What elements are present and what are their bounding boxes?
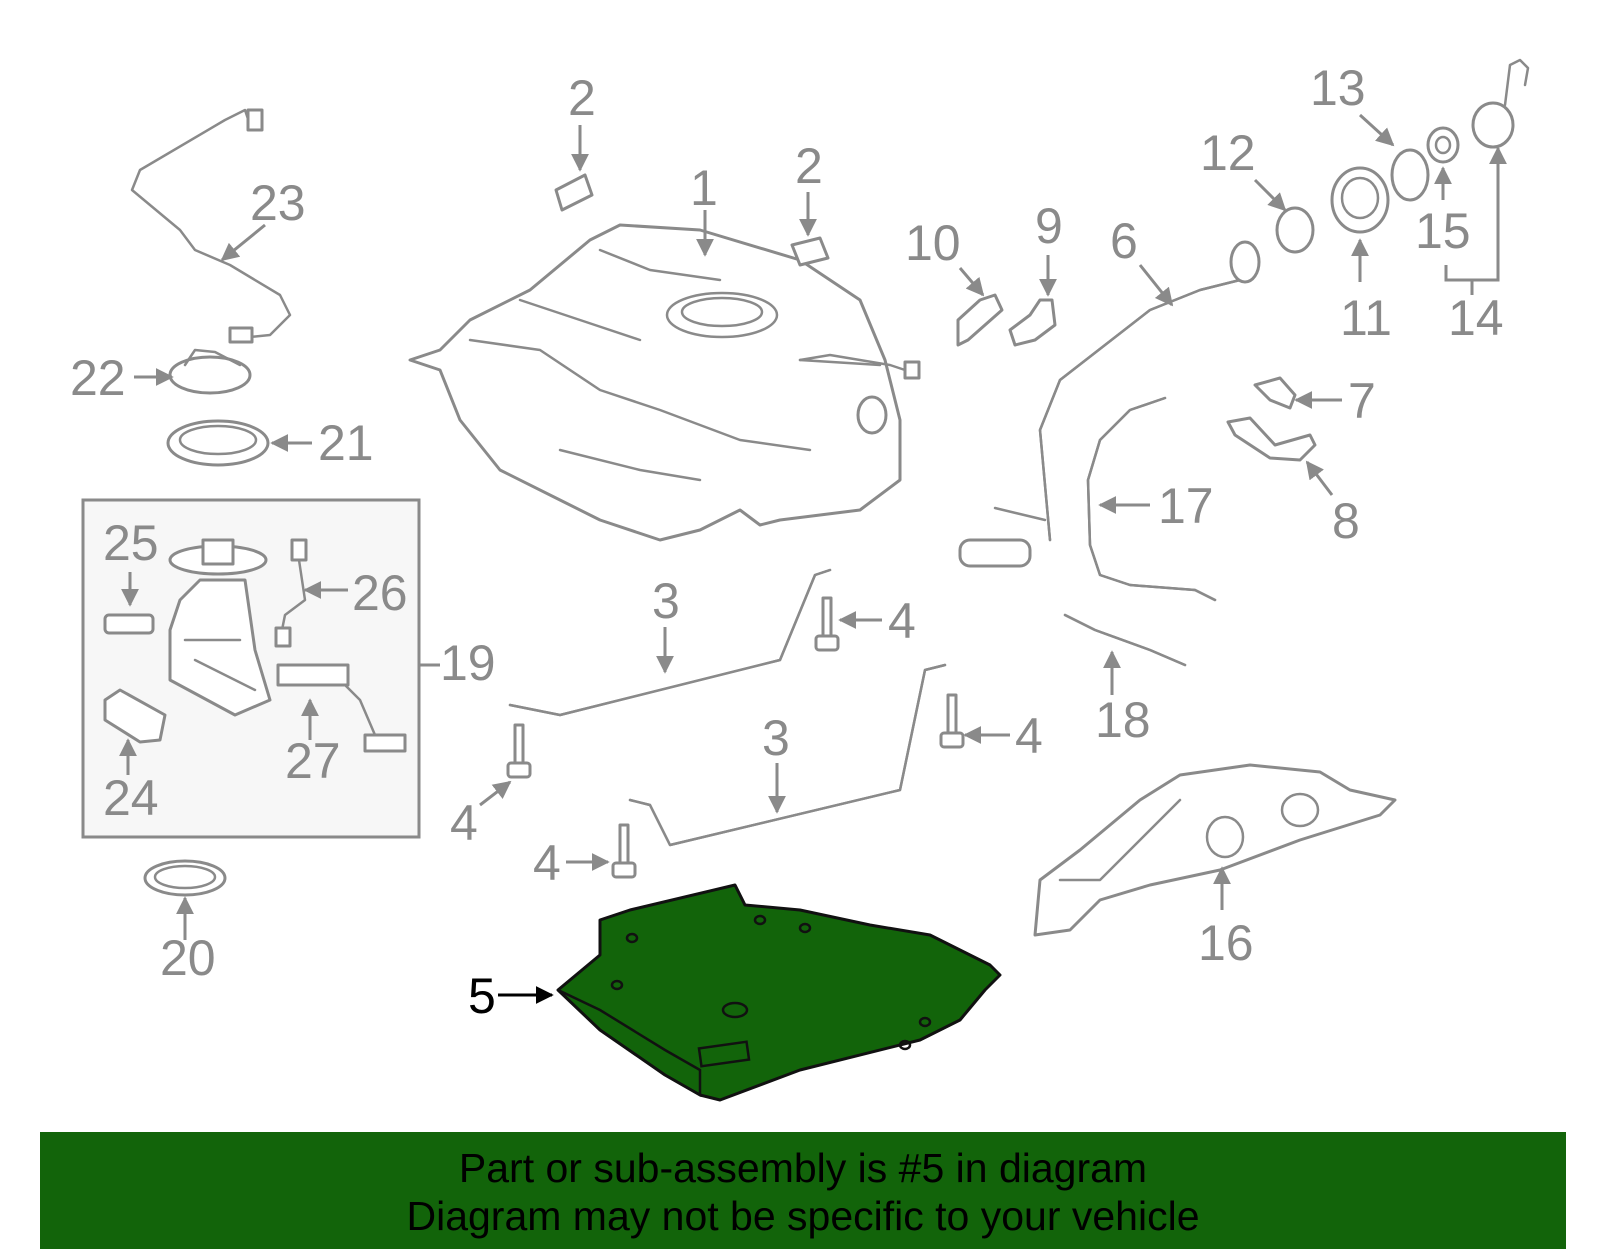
part-27-level-sender [276, 663, 407, 753]
callout-2-left: 2 [568, 70, 596, 126]
callout-4-a: 4 [888, 593, 916, 649]
leader-8 [1305, 460, 1334, 496]
part-4-bolt-c [506, 723, 532, 779]
callout-9: 9 [1035, 198, 1063, 254]
part-7-bracket [1253, 376, 1297, 410]
footer-line-2: Diagram may not be specific to your vehi… [406, 1193, 1200, 1239]
part-12-clamp-ring [1275, 206, 1315, 254]
part-2-pad-left [554, 173, 594, 212]
part-8-bracket [1226, 416, 1317, 462]
callout-21: 21 [318, 415, 374, 471]
callout-11: 11 [1340, 290, 1392, 346]
callout-17: 17 [1158, 478, 1214, 534]
callout-16: 16 [1198, 915, 1254, 971]
callout-10: 10 [905, 215, 961, 271]
callout-12: 12 [1200, 125, 1256, 181]
leader-13 [1358, 113, 1395, 147]
part-9-bracket [1008, 298, 1057, 347]
part-20-gasket [143, 859, 227, 897]
callout-13: 13 [1310, 60, 1366, 116]
leader-6 [1138, 264, 1174, 307]
part-18-vent-tube [1063, 613, 1187, 667]
callout-4-b: 4 [1015, 708, 1043, 764]
callout-8: 8 [1332, 493, 1360, 549]
callout-6: 6 [1110, 213, 1138, 269]
callout-22: 22 [70, 350, 126, 406]
leader-10 [958, 267, 985, 297]
leader-12 [1253, 178, 1287, 212]
part-22-cover [168, 348, 252, 395]
callout-7: 7 [1348, 373, 1376, 429]
callout-4-d: 4 [533, 835, 561, 891]
part-4-bolt-b [939, 693, 965, 749]
callout-27: 27 [285, 733, 341, 789]
callout-3-lower: 3 [762, 710, 790, 766]
callout-2-right: 2 [795, 138, 823, 194]
callout-4-c: 4 [450, 795, 478, 851]
callout-1: 1 [690, 160, 718, 216]
part-24-pump [103, 688, 167, 744]
part-15-washer [1426, 126, 1460, 164]
part-10-bracket [956, 293, 1004, 347]
part-1-fuel-tank [408, 223, 921, 542]
part-3-strap-lower [628, 663, 947, 847]
callout-3-upper: 3 [652, 573, 680, 629]
part-6-filler-pipe [958, 240, 1261, 568]
part-13-ring [1390, 148, 1430, 202]
callout-26: 26 [352, 565, 408, 621]
callout-18: 18 [1095, 692, 1151, 748]
footer-line-1: Part or sub-assembly is #5 in diagram [458, 1145, 1148, 1191]
leader-23 [220, 223, 266, 262]
part-3-strap-upper [508, 568, 832, 717]
part-23-sender-wire [130, 108, 292, 344]
part-11-seal [1330, 166, 1390, 234]
callout-24: 24 [103, 770, 159, 826]
part-17-hose [1086, 396, 1217, 602]
part-4-bolt-a [814, 596, 840, 652]
part-21-retainer-ring [166, 419, 270, 467]
leader-4-c [479, 780, 512, 807]
callout-14: 14 [1448, 290, 1504, 346]
part-16-heat-shield [1033, 763, 1397, 937]
part-5-protector-highlighted [556, 883, 1002, 1102]
part-4-bolt-d [611, 823, 637, 879]
callout-23: 23 [250, 175, 306, 231]
callout-19: 19 [440, 635, 496, 691]
part-2-pad-right [790, 236, 830, 267]
part-25-valve [103, 613, 155, 635]
part-pump-module [168, 538, 272, 717]
callout-20: 20 [160, 930, 216, 986]
part-26-harness [274, 538, 308, 648]
callout-5: 5 [468, 968, 496, 1024]
footer-banner: Part or sub-assembly is #5 in diagram Di… [40, 1132, 1566, 1249]
callout-25: 25 [103, 515, 159, 571]
callout-15: 15 [1415, 203, 1471, 259]
part-14-fuel-cap [1471, 58, 1530, 149]
